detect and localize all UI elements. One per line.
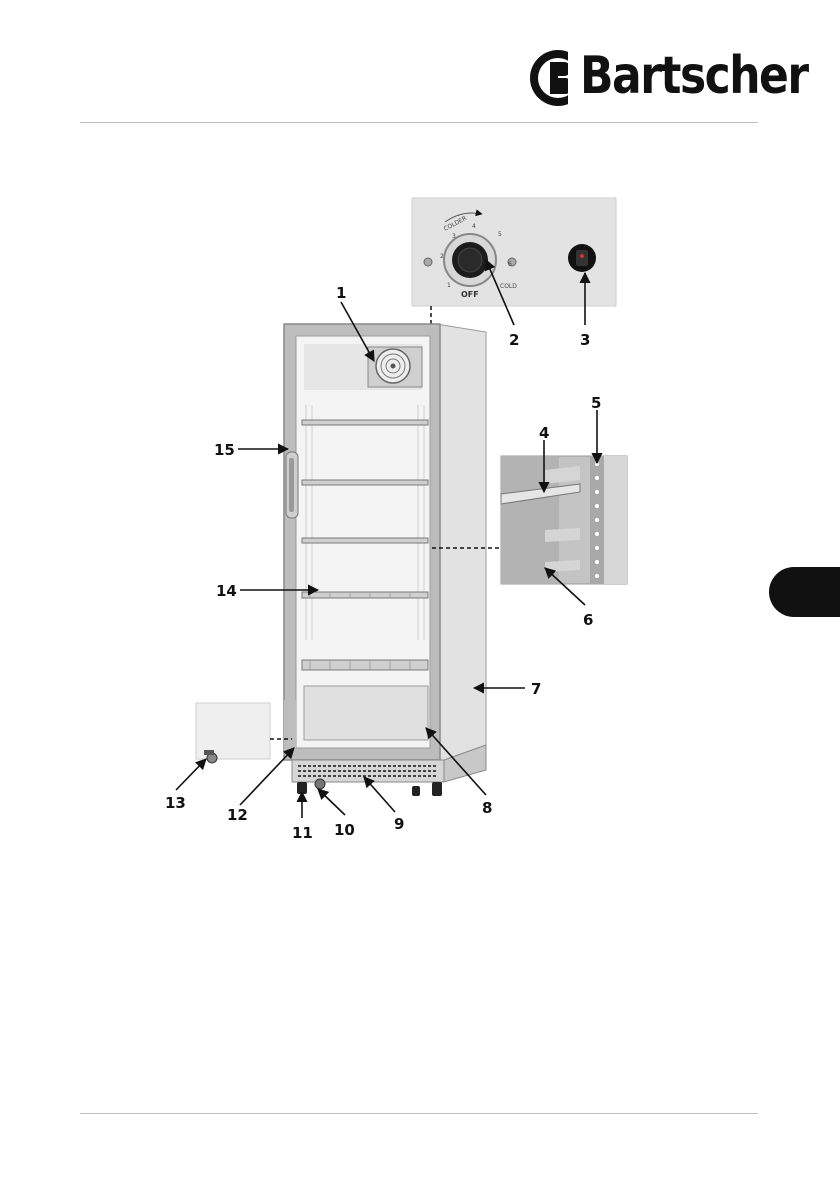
chapter-tab [769,567,840,617]
dial-mark-1: 1 [447,282,451,289]
dial-mark-4: 4 [472,223,476,230]
fan-grille [368,347,422,387]
dial-mark-6: 6 [508,261,512,268]
dial-mark-3: 3 [452,233,456,240]
callout-5: 5 [591,394,601,412]
thermostat-dial [444,234,496,286]
callout-11: 11 [292,824,313,842]
dial-off-label: OFF [461,290,479,299]
callout-6: 6 [583,611,593,629]
dial-cold-label: COLD [500,283,517,290]
dial-mark-5: 5 [498,231,502,238]
power-switch [568,244,596,272]
arrow-13 [176,759,206,790]
callout-15: 15 [214,441,235,459]
callout-3: 3 [580,331,590,349]
dial-mark-2: 2 [440,253,444,260]
callout-9: 9 [394,815,404,833]
callout-12: 12 [227,806,248,824]
shelf-led-inset [501,456,627,584]
arrow-10 [318,789,345,815]
callout-7: 7 [531,680,541,698]
castor-inset [196,703,270,763]
bottom-compartment [304,686,428,740]
callout-4: 4 [539,424,549,442]
refrigerator-body [284,324,486,796]
callout-8: 8 [482,799,492,817]
callout-13: 13 [165,794,186,812]
callout-1: 1 [336,284,346,302]
led-strip [595,462,600,579]
footer-rule [80,1113,758,1114]
callout-10: 10 [334,821,355,839]
callout-14: 14 [216,582,237,600]
door-handle [286,452,298,518]
callout-2: 2 [509,331,519,349]
